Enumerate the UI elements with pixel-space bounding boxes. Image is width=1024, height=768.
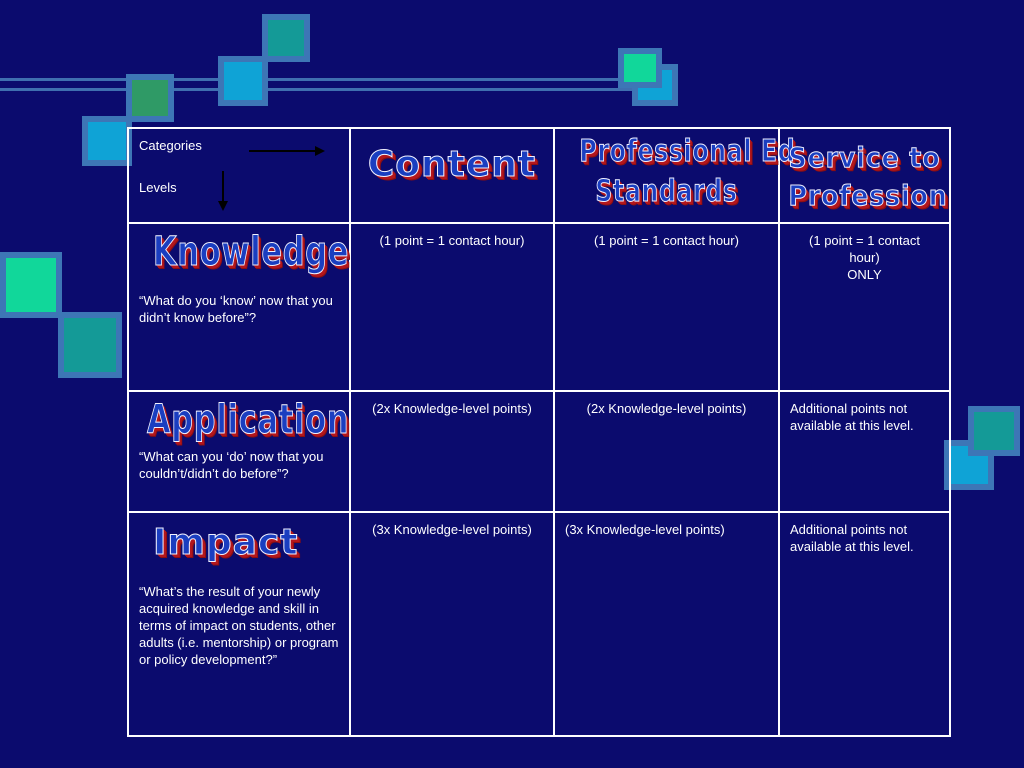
decor-square <box>126 74 174 122</box>
row-title-knowledge: Knowledge <box>153 229 350 275</box>
cell-text: (2x Knowledge-level points) <box>586 401 747 416</box>
arrow-down-icon <box>218 171 228 211</box>
table-row: Knowledge “What do you ‘know’ now that y… <box>127 222 951 392</box>
table-row: Application “What can you ‘do’ now that … <box>127 390 951 513</box>
cell-application-standards: (2x Knowledge-level points) <box>553 390 780 513</box>
cell-text: (1 point = 1 contact hour) <box>594 233 739 248</box>
column-title-service-line1: Service to <box>788 141 941 175</box>
cell-knowledge-content: (1 point = 1 contact hour) <box>349 222 555 392</box>
row-question-impact: “What’s the result of your newly acquire… <box>139 584 339 667</box>
cell-application-service: Additional points not available at this … <box>778 390 951 513</box>
cell-impact-standards: (3x Knowledge-level points) <box>553 511 780 737</box>
column-header-content: Content <box>349 127 555 224</box>
column-header-standards: Professional Ed Standards <box>553 127 796 224</box>
column-title-standards-line2: Standards <box>595 174 738 209</box>
cell-text: Additional points not available at this … <box>790 522 914 554</box>
arrow-right-icon <box>249 146 325 156</box>
decor-square <box>82 116 132 166</box>
column-title-service-line2: Profession <box>788 179 948 213</box>
table-row: Impact “What’s the result of your newly … <box>127 511 951 737</box>
cell-impact-content: (3x Knowledge-level points) <box>349 511 555 737</box>
decor-square <box>0 252 62 318</box>
cell-knowledge-standards: (1 point = 1 contact hour) <box>553 222 780 392</box>
cell-text: Additional points not available at this … <box>790 401 914 433</box>
header-corner-cell: Categories Levels <box>127 127 351 224</box>
categories-label: Categories <box>139 138 202 153</box>
decor-line-top <box>0 78 660 81</box>
decor-square <box>218 56 268 106</box>
cell-text: (1 point = 1 contact hour) <box>379 233 525 248</box>
column-header-service: Service to Profession <box>778 127 951 224</box>
cell-text-only: ONLY <box>847 267 882 282</box>
cell-knowledge-service: (1 point = 1 contact hour) ONLY <box>778 222 951 392</box>
row-title-impact: Impact <box>153 522 299 563</box>
row-header-application: Application “What can you ‘do’ now that … <box>127 390 351 513</box>
cell-application-content: (2x Knowledge-level points) <box>349 390 555 513</box>
decor-line-top-2 <box>0 88 660 91</box>
cell-text: (3x Knowledge-level points) <box>565 522 725 537</box>
decor-square <box>262 14 310 62</box>
column-title-standards-line1: Professional Ed <box>579 134 796 169</box>
row-header-impact: Impact “What’s the result of your newly … <box>127 511 351 737</box>
decor-square <box>618 48 662 88</box>
row-question-application: “What can you ‘do’ now that you couldn’t… <box>139 449 324 481</box>
row-title-application: Application <box>147 397 350 443</box>
cell-impact-service: Additional points not available at this … <box>778 511 951 737</box>
cell-text: (2x Knowledge-level points) <box>372 401 532 416</box>
row-header-knowledge: Knowledge “What do you ‘know’ now that y… <box>127 222 351 392</box>
decor-square <box>968 406 1020 456</box>
cell-text: (3x Knowledge-level points) <box>372 522 532 537</box>
levels-label: Levels <box>139 180 177 195</box>
levels-table: Categories Levels Content Professional E… <box>127 127 951 737</box>
column-title-content: Content <box>367 144 537 185</box>
cell-text: (1 point = 1 contact hour) <box>809 233 920 265</box>
row-question-knowledge: “What do you ‘know’ now that you didn’t … <box>139 293 333 325</box>
decor-square <box>58 312 122 378</box>
